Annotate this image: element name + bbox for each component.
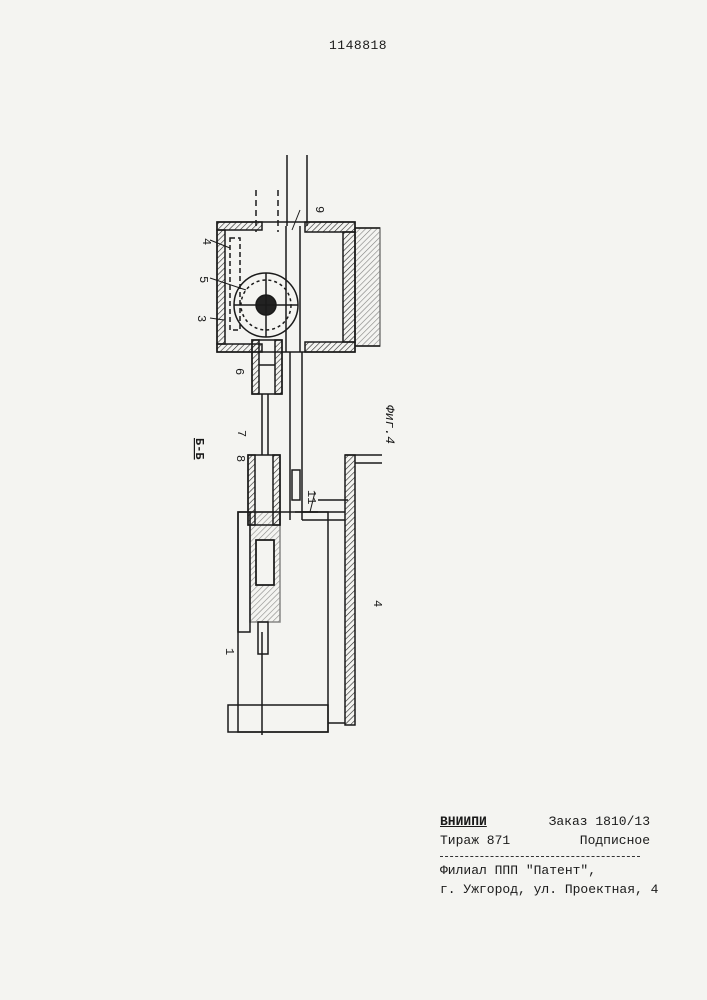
figure-label: Фиг.4 xyxy=(382,405,397,444)
part-label-9: 9 xyxy=(312,206,326,213)
part-label-4-bottom: 4 xyxy=(370,600,384,607)
org-name: ВНИИПИ xyxy=(440,812,487,831)
side-beam xyxy=(355,228,380,346)
circulation: Тираж 871 xyxy=(440,831,510,850)
part-label-3: 3 xyxy=(194,315,208,322)
lower-body xyxy=(228,512,328,735)
cylinder-6 xyxy=(252,340,282,394)
part-label-11: 11 xyxy=(304,490,318,504)
rod-7 xyxy=(262,394,268,455)
part-label-7: 7 xyxy=(234,430,248,437)
frame-4 xyxy=(328,455,382,725)
part-label-8: 8 xyxy=(233,455,247,462)
section-label: Б-Б xyxy=(192,438,206,460)
part-label-1: 1 xyxy=(222,648,236,655)
branch-name: Филиал ППП "Патент", xyxy=(440,861,650,880)
part-label-6: 6 xyxy=(232,368,246,375)
wheel xyxy=(234,273,298,337)
subscription: Подписное xyxy=(580,831,650,850)
branch-address: г. Ужгород, ул. Проектная, 4 xyxy=(440,880,650,899)
rod-top-right xyxy=(287,155,307,226)
colophon: ВНИИПИ Заказ 1810/13 Тираж 871 Подписное… xyxy=(440,812,650,899)
part-label-4-top: 4 xyxy=(199,238,213,245)
order-number: Заказ 1810/13 xyxy=(549,812,650,831)
divider xyxy=(440,856,640,857)
part-label-5: 5 xyxy=(196,276,210,283)
